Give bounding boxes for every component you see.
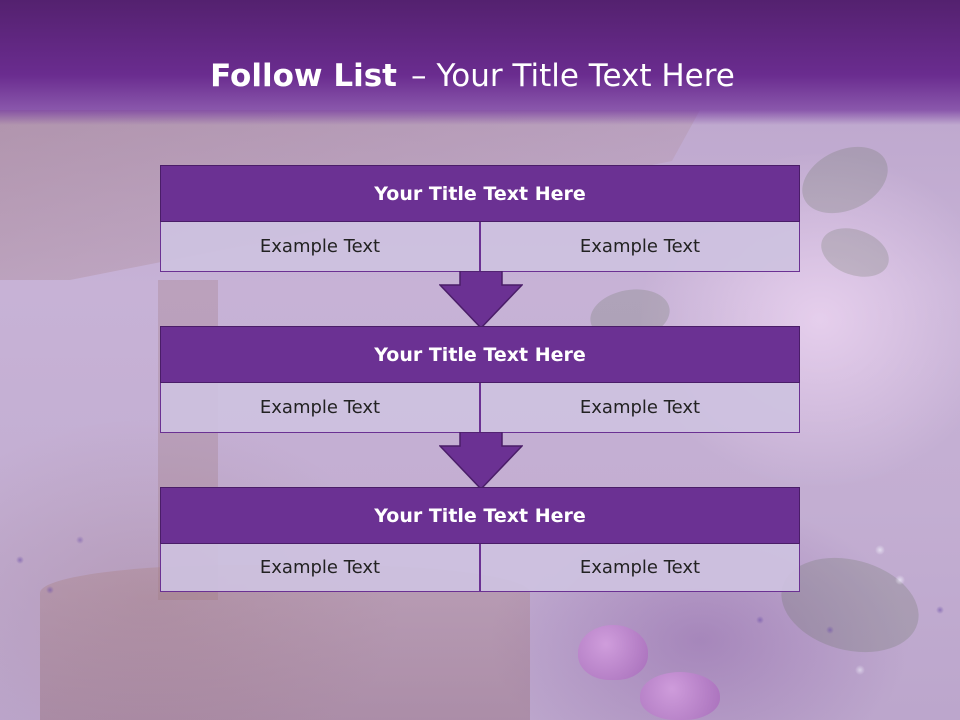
leaf-illustration (814, 219, 896, 286)
slide-title: Follow List–Your Title Text Here (0, 56, 945, 96)
example-text-cell: Example Text (160, 222, 480, 272)
example-text-cell: Example Text (480, 222, 800, 272)
header-band (0, 0, 960, 125)
follow-block-2: Your Title Text Here Example Text Exampl… (160, 326, 800, 433)
block-title: Your Title Text Here (160, 487, 800, 544)
down-arrow-icon (439, 271, 523, 329)
block-row: Example Text Example Text (160, 222, 800, 272)
down-arrow-icon (439, 432, 523, 490)
slide-title-bold: Follow List (210, 58, 397, 94)
example-text-cell: Example Text (160, 544, 480, 592)
example-text-cell: Example Text (160, 383, 480, 433)
example-text-cell: Example Text (480, 544, 800, 592)
block-row: Example Text Example Text (160, 544, 800, 592)
example-text-cell: Example Text (480, 383, 800, 433)
leaf-illustration (791, 133, 899, 227)
block-title: Your Title Text Here (160, 165, 800, 222)
slide-title-rest: Your Title Text Here (436, 58, 735, 94)
follow-block-1: Your Title Text Here Example Text Exampl… (160, 165, 800, 272)
block-row: Example Text Example Text (160, 383, 800, 433)
follow-block-3: Your Title Text Here Example Text Exampl… (160, 487, 800, 592)
block-title: Your Title Text Here (160, 326, 800, 383)
slide-title-dash: – (410, 58, 427, 94)
